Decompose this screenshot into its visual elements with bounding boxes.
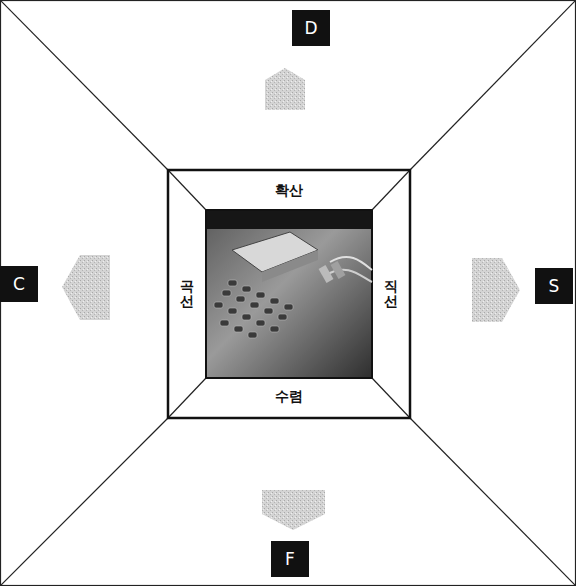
node-text: S [549, 276, 560, 296]
node-text: 수렴 [275, 388, 303, 406]
side-band: 곡선 [178, 274, 196, 314]
inner-square [168, 170, 410, 418]
device-photo [206, 210, 372, 378]
node-text: F [285, 549, 295, 569]
letter-box: D [292, 10, 330, 46]
side-band: 직선 [382, 274, 400, 314]
node-text: 직선 [384, 279, 398, 310]
node-text: 곡선 [180, 279, 194, 310]
node-text: C [13, 274, 25, 294]
letter-box: C [0, 266, 38, 302]
node-text: D [304, 18, 317, 38]
letter-box: F [271, 541, 309, 577]
direction-arrows [62, 68, 520, 530]
band-label: 확산 [269, 180, 309, 202]
node-text: 확산 [275, 182, 303, 200]
letter-box: S [535, 268, 573, 304]
band-label: 수렴 [269, 386, 309, 408]
